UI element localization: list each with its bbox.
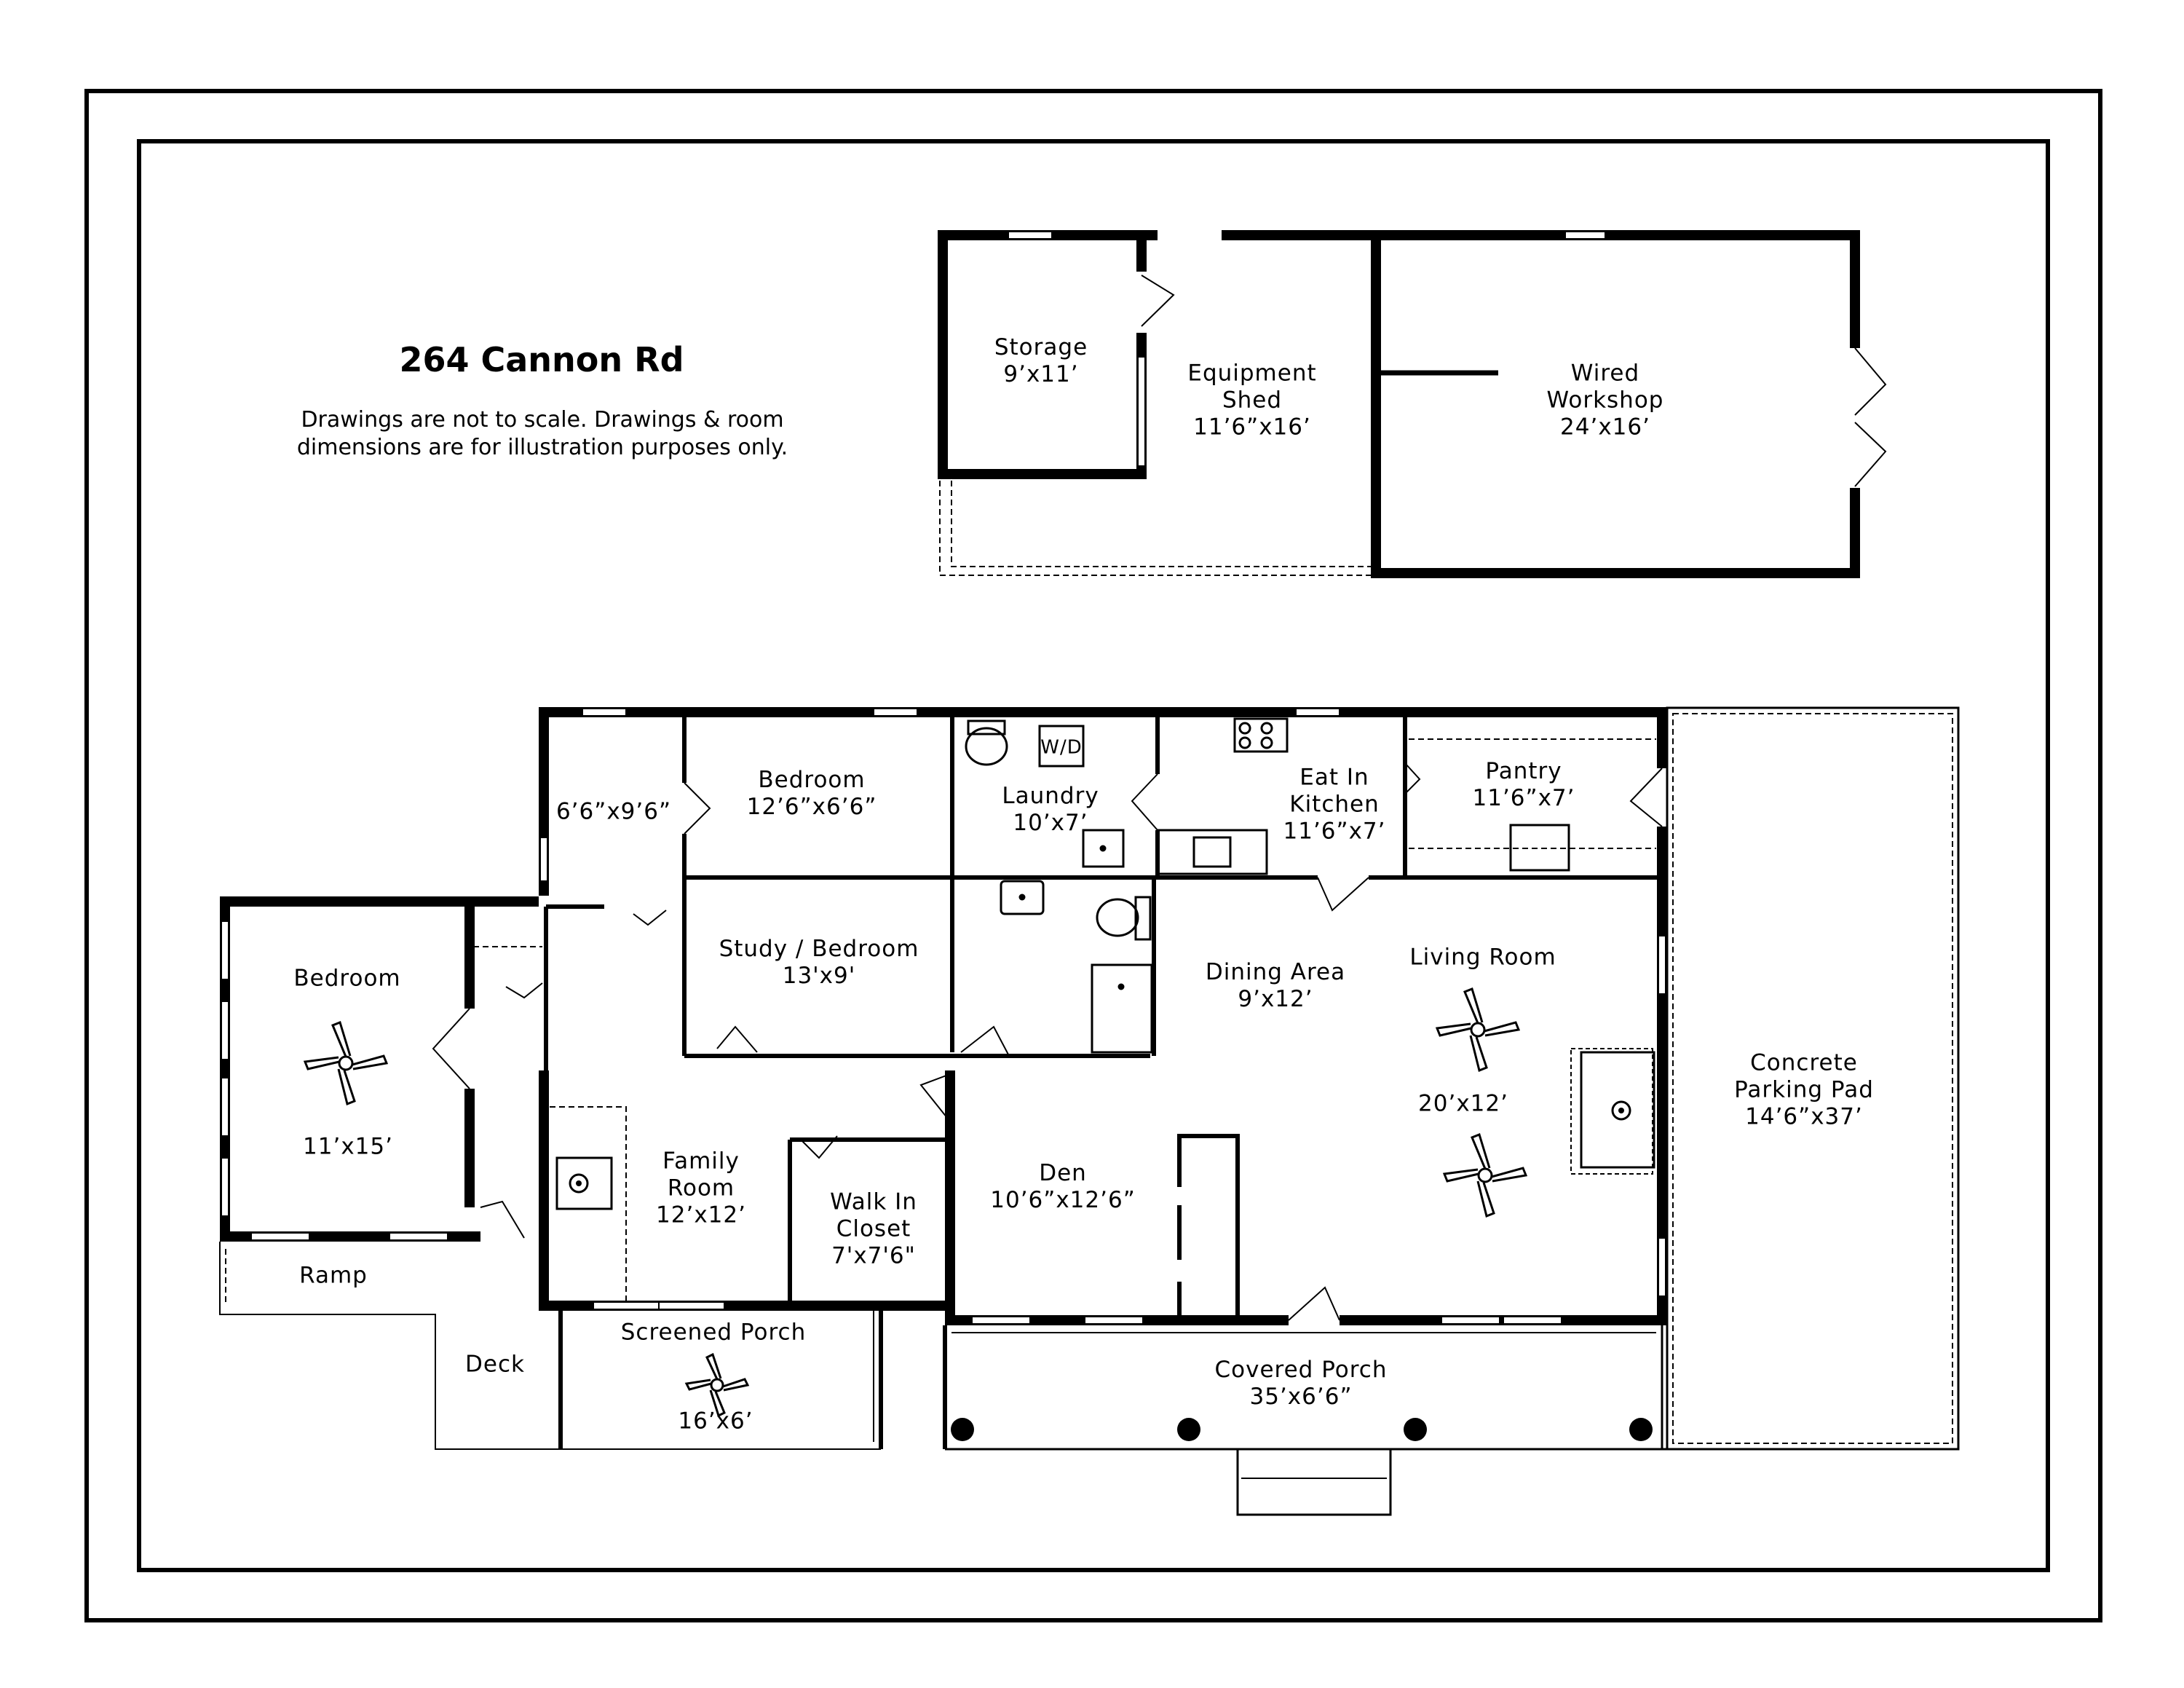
room-name: Pantry xyxy=(1485,758,1562,784)
room-den: Den 10’6”x12’6” xyxy=(990,1160,1136,1214)
room-size: 10’6”x12’6” xyxy=(990,1187,1136,1213)
room-bedroom-left: Bedroom xyxy=(293,966,400,993)
room-pantry: Pantry 11’6”x7’ xyxy=(1472,758,1575,812)
room-name: Screened Porch xyxy=(620,1319,807,1346)
inner-frame xyxy=(137,139,2050,1572)
room-name: Shed xyxy=(1222,387,1283,414)
room-size: 12’x12’ xyxy=(656,1202,746,1228)
porch-columns xyxy=(951,1418,1653,1441)
room-storage: Storage 9’x11’ xyxy=(994,334,1088,388)
room-size: 16’x6’ xyxy=(678,1408,753,1435)
room-name: Equipment xyxy=(1187,360,1317,387)
house-interior-walls xyxy=(544,714,1660,1306)
room-name: Study / Bedroom xyxy=(719,936,919,962)
door-swings xyxy=(432,762,1663,1321)
room-name: Family xyxy=(662,1148,740,1175)
room-size: 12’6”x6’6” xyxy=(746,794,877,820)
room-size: 9’x11’ xyxy=(1003,361,1079,387)
room-size: 11’6”x7’ xyxy=(1472,785,1575,811)
room-size: 7'x7'6" xyxy=(831,1242,916,1269)
area-ramp: Ramp xyxy=(299,1263,368,1290)
room-name: Walk In xyxy=(830,1188,917,1215)
room-family-room: Family Room 12’x12’ xyxy=(656,1148,746,1229)
room-size: 11’6”x16’ xyxy=(1193,414,1311,441)
equipment-shed-walls xyxy=(1222,230,1860,578)
room-size: 35’x6’6” xyxy=(1249,1384,1353,1410)
area-covered-porch: Covered Porch 35’x6’6” xyxy=(1214,1357,1387,1411)
room-laundry: Laundry 10’x7’ xyxy=(1002,783,1099,837)
room-wired-workshop: Wired Workshop 24’x16’ xyxy=(1547,360,1664,441)
room-size: 13'x9' xyxy=(782,963,856,989)
disclaimer-line-2: dimensions are for illustration purposes… xyxy=(296,435,788,460)
outbuildings xyxy=(938,230,1887,578)
ceiling-fans xyxy=(303,987,1528,1418)
den-partition xyxy=(1177,1134,1240,1320)
area-deck: Deck xyxy=(465,1352,525,1379)
room-name: Ramp xyxy=(299,1262,368,1289)
room-bedroom-left-size: 11’x15’ xyxy=(303,1134,393,1161)
property-title: 264 Cannon Rd xyxy=(399,340,684,379)
disclaimer-line-1: Drawings are not to scale. Drawings & ro… xyxy=(301,407,784,433)
room-size: 11’x15’ xyxy=(303,1133,393,1160)
room-name: Eat In xyxy=(1299,764,1369,791)
room-name: Deck xyxy=(465,1351,525,1378)
room-size: 10’x7’ xyxy=(1013,810,1088,836)
room-size: 14’6”x37’ xyxy=(1745,1103,1863,1130)
room-size: 20’x12’ xyxy=(1418,1090,1508,1117)
room-name: Storage xyxy=(994,334,1088,360)
room-name: Workshop xyxy=(1546,387,1664,414)
room-dining-area: Dining Area 9’x12’ xyxy=(1206,959,1345,1013)
room-name: Living Room xyxy=(1409,944,1556,971)
outer-frame xyxy=(84,89,2102,1622)
room-name: Bedroom xyxy=(293,965,401,992)
room-name: Laundry xyxy=(1002,783,1099,809)
room-study-bedroom: Study / Bedroom 13'x9' xyxy=(719,936,919,990)
room-size: 6’6”x9’6” xyxy=(555,798,672,825)
room-living-room-size: 20’x12’ xyxy=(1418,1091,1508,1118)
room-eat-in-kitchen: Eat In Kitchen 11’6”x7’ xyxy=(1283,765,1385,845)
area-screened-porch: Screened Porch xyxy=(621,1320,807,1346)
room-size: 24’x16’ xyxy=(1560,414,1650,441)
room-bedroom-upper: Bedroom 12’6”x6’6” xyxy=(747,767,877,821)
room-size: 9’x12’ xyxy=(1238,986,1313,1012)
room-equipment-shed: Equipment Shed 11’6”x16’ xyxy=(1187,360,1316,441)
fixtures xyxy=(965,717,1570,1054)
room-name: Wired xyxy=(1570,360,1640,387)
room-name: Kitchen xyxy=(1289,791,1380,818)
room-name: Covered Porch xyxy=(1214,1357,1388,1383)
room-hall-closet: 6’6”x9’6” xyxy=(556,799,671,826)
washer-dryer-label: W/D xyxy=(1040,736,1083,759)
room-name: Closet xyxy=(836,1215,911,1242)
room-size: 11’6”x7’ xyxy=(1283,818,1386,845)
area-screened-porch-size: 16’x6’ xyxy=(678,1408,753,1435)
windows xyxy=(221,708,1666,1325)
room-name: Bedroom xyxy=(758,767,866,793)
room-name: Room xyxy=(667,1175,735,1202)
room-walk-in-closet: Walk In Closet 7'x7'6" xyxy=(830,1189,917,1270)
outdoor-areas xyxy=(219,706,1960,1516)
room-name: Parking Pad xyxy=(1734,1076,1874,1103)
room-name: Concrete xyxy=(1750,1049,1858,1076)
disclaimer: Drawings are not to scale. Drawings & ro… xyxy=(297,406,788,462)
room-name: Den xyxy=(1039,1160,1087,1186)
room-living-room: Living Room xyxy=(1409,944,1556,971)
room-name: Dining Area xyxy=(1205,959,1346,985)
room-concrete-parking-pad: Concrete Parking Pad 14’6”x37’ xyxy=(1734,1050,1874,1131)
